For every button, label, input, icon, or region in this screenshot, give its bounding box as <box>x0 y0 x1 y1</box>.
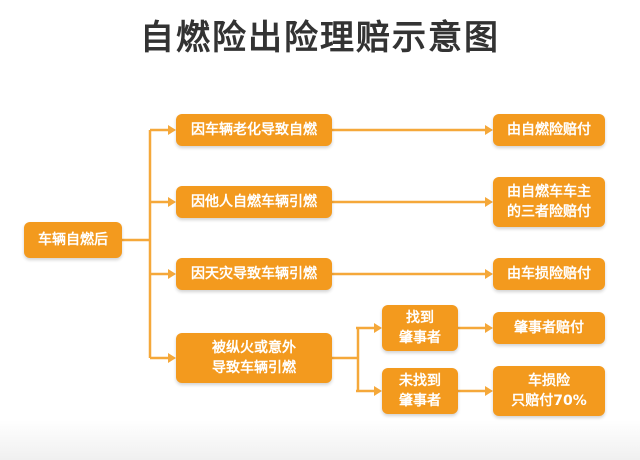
arrow-result-third-arrowhead <box>485 197 493 207</box>
result-damage-insurance-70-label: 车损险 只赔付70% <box>511 373 587 409</box>
cause-natural-disaster: 因天灾导致车辆引燃 <box>176 258 332 290</box>
floor-shadow <box>0 420 640 460</box>
result-third-party-insurance: 由自燃车车主 的三者险赔付 <box>493 177 605 227</box>
arrow-result-70-arrowhead <box>485 386 493 396</box>
cause-ignited-by-other-label: 因他人自燃车辆引燃 <box>191 194 317 210</box>
arrow-result-self-arrowhead <box>485 125 493 135</box>
cause-aging: 因车辆老化导致自燃 <box>176 114 332 146</box>
diagram-title: 自燃险出险理赔示意图 <box>140 18 500 58</box>
cause-ignited-by-other: 因他人自燃车辆引燃 <box>176 186 332 218</box>
result-damage-insurance-70: 车损险 只赔付70% <box>493 366 605 416</box>
branch-perpetrator-not-found: 未找到 肇事者 <box>382 368 458 414</box>
result-third-party-insurance-label: 由自燃车车主 的三者险赔付 <box>507 184 591 220</box>
arrow-cause-aging-arrowhead <box>168 125 176 135</box>
arrow-branch-not-found-arrowhead <box>374 386 382 396</box>
result-self-ignition-insurance: 由自燃险赔付 <box>493 114 605 146</box>
branch-perpetrator-found: 找到 肇事者 <box>382 305 458 351</box>
arrow-cause-arson-arrowhead <box>168 353 176 363</box>
cause-aging-label: 因车辆老化导致自燃 <box>191 122 317 138</box>
arrow-cause-ignited-arrowhead <box>168 197 176 207</box>
arrow-result-damage-arrowhead <box>485 269 493 279</box>
branch-perpetrator-not-found-label: 未找到 肇事者 <box>399 373 441 409</box>
result-vehicle-damage-insurance-label: 由车损险赔付 <box>507 266 591 282</box>
root-label: 车辆自燃后 <box>38 232 108 248</box>
cause-arson-accident-label: 被纵火或意外 导致车辆引燃 <box>212 340 296 376</box>
result-perpetrator-pays: 肇事者赔付 <box>493 312 605 344</box>
arrow-result-perpetrator-arrowhead <box>485 323 493 333</box>
root-node: 车辆自燃后 <box>24 222 122 258</box>
cause-natural-disaster-label: 因天灾导致车辆引燃 <box>191 266 317 282</box>
result-self-ignition-insurance-label: 由自燃险赔付 <box>507 122 591 138</box>
branch-perpetrator-found-label: 找到 肇事者 <box>399 310 441 346</box>
cause-arson-accident: 被纵火或意外 导致车辆引燃 <box>176 333 332 383</box>
result-perpetrator-pays-label: 肇事者赔付 <box>514 320 584 336</box>
result-vehicle-damage-insurance: 由车损险赔付 <box>493 258 605 290</box>
arrow-cause-disaster-arrowhead <box>168 269 176 279</box>
arrow-branch-found-arrowhead <box>374 323 382 333</box>
